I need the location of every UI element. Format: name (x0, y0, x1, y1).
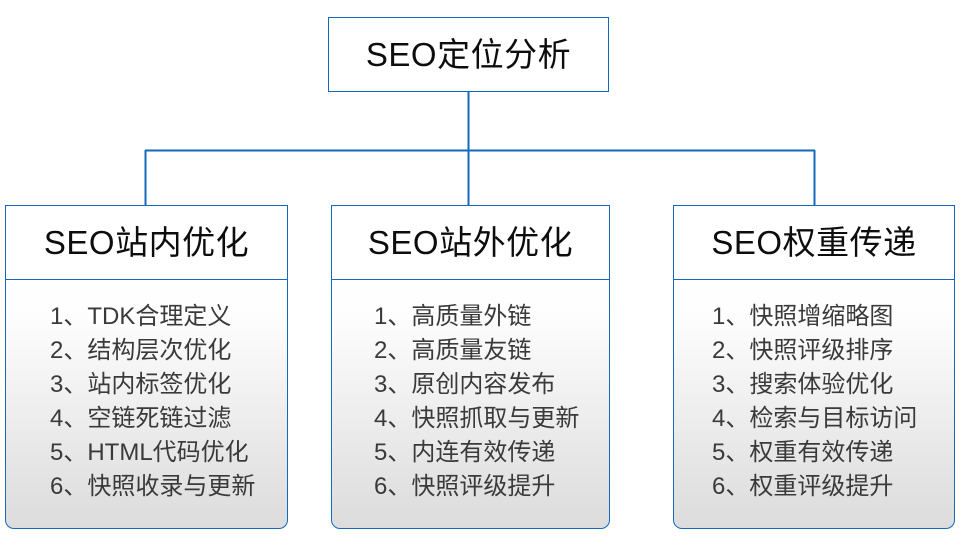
root-node[interactable]: SEO定位分析 (328, 17, 609, 92)
list-item: 5、内连有效传递 (374, 439, 556, 466)
list-item: 3、搜索体验优化 (712, 371, 894, 398)
list-item: 3、站内标签优化 (50, 371, 232, 398)
branch-header-title-2: SEO站外优化 (367, 224, 574, 261)
list-item: 6、快照评级提升 (374, 473, 556, 500)
list-item: 4、空链死链过滤 (50, 405, 232, 432)
list-item: 4、快照抓取与更新 (374, 405, 580, 432)
branch-header-title-1: SEO站内优化 (43, 224, 250, 261)
branch-column-2: SEO站外优化 1、高质量外链 2、高质量友链 3、原创内容发布 4、快照抓取与… (331, 205, 610, 529)
branch-column-3: SEO权重传递 1、快照增缩略图 2、快照评级排序 3、搜索体验优化 4、检索与… (673, 205, 955, 529)
branch-body-2: 1、高质量外链 2、高质量友链 3、原创内容发布 4、快照抓取与更新 5、内连有… (331, 280, 610, 529)
branch-body-1: 1、TDK合理定义 2、结构层次优化 3、站内标签优化 4、空链死链过滤 5、H… (5, 280, 288, 529)
list-item: 3、原创内容发布 (374, 371, 556, 398)
list-item: 4、检索与目标访问 (712, 405, 918, 432)
branch-item-list-3: 1、快照增缩略图 2、快照评级排序 3、搜索体验优化 4、检索与目标访问 5、权… (674, 300, 954, 504)
list-item: 6、权重评级提升 (712, 473, 894, 500)
list-item: 6、快照收录与更新 (50, 473, 256, 500)
list-item: 5、权重有效传递 (712, 439, 894, 466)
list-item: 2、高质量友链 (374, 337, 532, 364)
branch-item-list-1: 1、TDK合理定义 2、结构层次优化 3、站内标签优化 4、空链死链过滤 5、H… (6, 300, 287, 504)
list-item: 2、结构层次优化 (50, 337, 232, 364)
branch-column-1: SEO站内优化 1、TDK合理定义 2、结构层次优化 3、站内标签优化 4、空链… (5, 205, 288, 529)
list-item: 2、快照评级排序 (712, 337, 894, 364)
list-item: 1、TDK合理定义 (50, 303, 232, 330)
list-item: 1、快照增缩略图 (712, 303, 894, 330)
branch-header-1[interactable]: SEO站内优化 (5, 205, 288, 280)
branch-header-3[interactable]: SEO权重传递 (673, 205, 955, 280)
branch-header-title-3: SEO权重传递 (711, 224, 917, 261)
list-item: 1、高质量外链 (374, 303, 532, 330)
branch-item-list-2: 1、高质量外链 2、高质量友链 3、原创内容发布 4、快照抓取与更新 5、内连有… (332, 300, 609, 504)
root-node-title: SEO定位分析 (365, 36, 572, 73)
branch-body-3: 1、快照增缩略图 2、快照评级排序 3、搜索体验优化 4、检索与目标访问 5、权… (673, 280, 955, 529)
list-item: 5、HTML代码优化 (50, 439, 249, 466)
branch-header-2[interactable]: SEO站外优化 (331, 205, 610, 280)
